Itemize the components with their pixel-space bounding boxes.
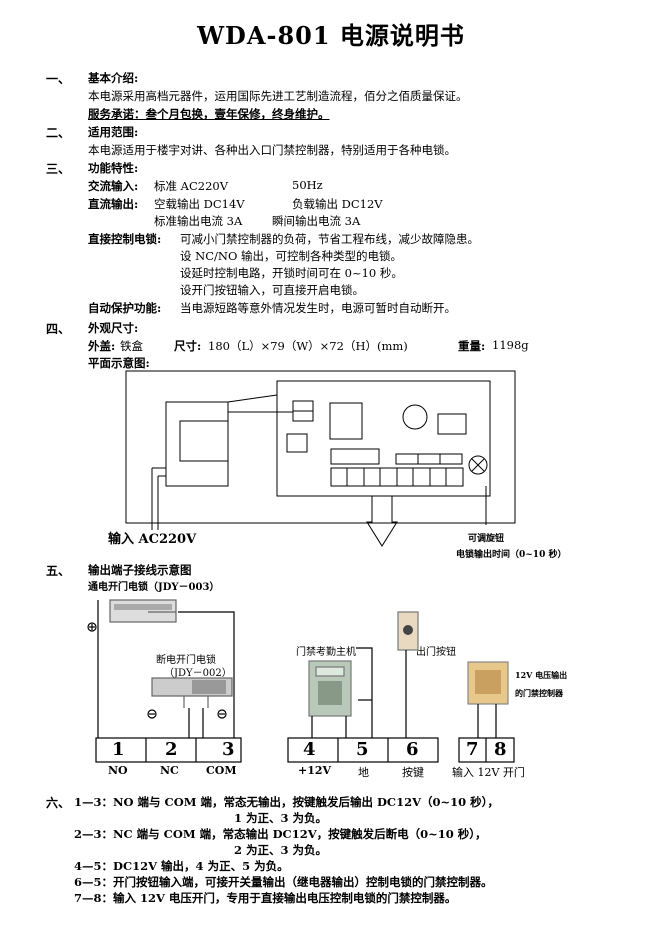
size-value: 180（L）×79（W）×72（H）(mm) [208, 339, 408, 353]
controller-label-2: 的门禁控制器 [515, 688, 563, 698]
section-1-number: 一、 [46, 72, 71, 86]
page-title: WDA-801 电源说明书 [197, 21, 465, 50]
lock-off-device [147, 677, 233, 719]
section-5-number: 五、 [46, 564, 71, 578]
protection-label: 自动保护功能: [88, 301, 162, 315]
section-4-number: 四、 [46, 322, 71, 336]
lock-control-label: 直接控制电锁: [88, 232, 162, 246]
lock-off-label-1: 断电开门电锁 [156, 655, 216, 666]
section-2-heading: 适用范围: [88, 125, 139, 139]
section-2-text: 本电源适用于楼宇对讲、各种出入口门禁控制器，特别适用于各种电锁。 [88, 143, 456, 157]
size-label: 尺寸: [174, 339, 202, 353]
access-host-label: 门禁考勤主机 [296, 647, 356, 658]
terminal-block-1-3 [95, 737, 242, 763]
protection-text: 当电源短路等意外情况发生时，电源可暂时自动断开。 [180, 301, 456, 315]
component-block [437, 413, 467, 435]
lock-on-label: 通电开门电锁（JDY－003） [88, 582, 220, 593]
dc-peak-current: 瞬间输出电流 3A [272, 214, 361, 228]
plan-label: 平面示意图: [88, 356, 150, 370]
section-2-number: 二、 [46, 126, 71, 140]
dc-load-output: 负载输出 DC12V [292, 197, 383, 211]
knob-label: 可调旋钮 [468, 534, 505, 544]
enclosure-outline [125, 370, 516, 524]
note-6-5: 6—5：开门按钮输入端，可接开关量输出（继电器输出）控制电锁的门禁控制器。 [74, 875, 493, 889]
ac-input-value: 标准 AC220V [154, 179, 229, 193]
note-4-5: 4—5：DC12V 输出，4 为正、5 为负。 [74, 859, 289, 873]
time-label: 电锁输出时间（0~10 秒） [456, 550, 567, 560]
label-com: COM [206, 764, 237, 777]
ac-input-label: 交流输入: [88, 179, 139, 193]
label-ground: 地 [358, 766, 369, 779]
exit-button-label: 出门按钮 [416, 647, 456, 658]
note-2-3: 2—3：NC 端与 COM 端，常态输出 DC12V，按键触发后断电（0~10 … [74, 827, 487, 841]
circuit-board [276, 380, 491, 497]
dc-noload-output: 空载输出 DC14V [154, 197, 245, 211]
lock-control-text-1: 可减小门禁控制器的负荷，节省工程布线，减少故障隐患。 [180, 232, 479, 246]
terminal-7: 7 [466, 739, 479, 760]
service-promise: 服务承诺：叁个月包换，壹年保修，终身维护。 [88, 107, 330, 121]
section-1-heading: 基本介绍: [88, 71, 139, 85]
terminal-3: 3 [222, 739, 235, 760]
note-2-3-polarity: 2 为正、3 为负。 [234, 843, 328, 857]
section-1-text: 本电源采用高档元器件，运用国际先进工艺制造流程，佰分之佰质量保证。 [88, 89, 468, 103]
lock-control-text-4: 设开门按钮输入，可直接开启电锁。 [180, 283, 364, 297]
section-4-heading: 外观尺寸: [88, 321, 139, 335]
terminal-1: 1 [112, 739, 125, 760]
controller-label-1: 12V 电压输出 [515, 670, 568, 680]
lock-off-label-2: （JDY－002） [164, 668, 232, 679]
transformer-core [179, 420, 229, 462]
lock-on-device [87, 599, 177, 632]
label-button: 按键 [402, 766, 424, 779]
lock-control-text-2: 设 NC/NO 输出，可控制各种类型的电锁。 [180, 249, 403, 263]
note-1-3: 1—3：NO 端与 COM 端，常态无输出，按键触发后输出 DC12V（0~10… [74, 795, 499, 809]
terminal-block-4-6 [287, 737, 439, 763]
label-12v: +12V [298, 764, 332, 777]
label-12v-input: 输入 12V 开门 [452, 766, 525, 779]
label-nc: NC [160, 764, 179, 777]
label-no: NO [108, 764, 128, 777]
terminal-5: 5 [356, 739, 369, 760]
case-value: 铁盒 [120, 339, 143, 353]
note-7-8: 7—8：输入 12V 电压开门，专用于直接输出电压控制电锁的门禁控制器。 [74, 891, 457, 905]
section-3-number: 三、 [46, 162, 71, 176]
weight-value: 1198g [492, 338, 529, 352]
weight-label: 重量: [458, 339, 486, 353]
terminal-8: 8 [494, 739, 507, 760]
terminal-6: 6 [406, 739, 419, 760]
ac-input-frequency: 50Hz [292, 178, 323, 192]
output-arrow [366, 496, 398, 547]
case-label: 外盖: [88, 339, 116, 353]
controller-device [467, 661, 509, 705]
capacitor [402, 404, 428, 430]
access-host-device [308, 660, 352, 717]
adjust-knob [468, 455, 488, 475]
section-6-number: 六、 [46, 796, 71, 810]
section-5-heading: 输出端子接线示意图 [88, 563, 192, 577]
dc-output-label: 直流输出: [88, 197, 139, 211]
exit-button-device [397, 611, 419, 651]
note-1-3-polarity: 1 为正、3 为负。 [234, 811, 328, 825]
terminal-4: 4 [303, 739, 316, 760]
input-label: 输入 AC220V [108, 532, 197, 547]
terminal-2: 2 [165, 739, 178, 760]
lock-control-text-3: 设延时控制电路，开锁时间可在 0~10 秒。 [180, 266, 403, 280]
dc-standard-current: 标准输出电流 3A [154, 214, 243, 228]
relay [329, 402, 363, 440]
section-3-heading: 功能特性: [88, 161, 139, 175]
